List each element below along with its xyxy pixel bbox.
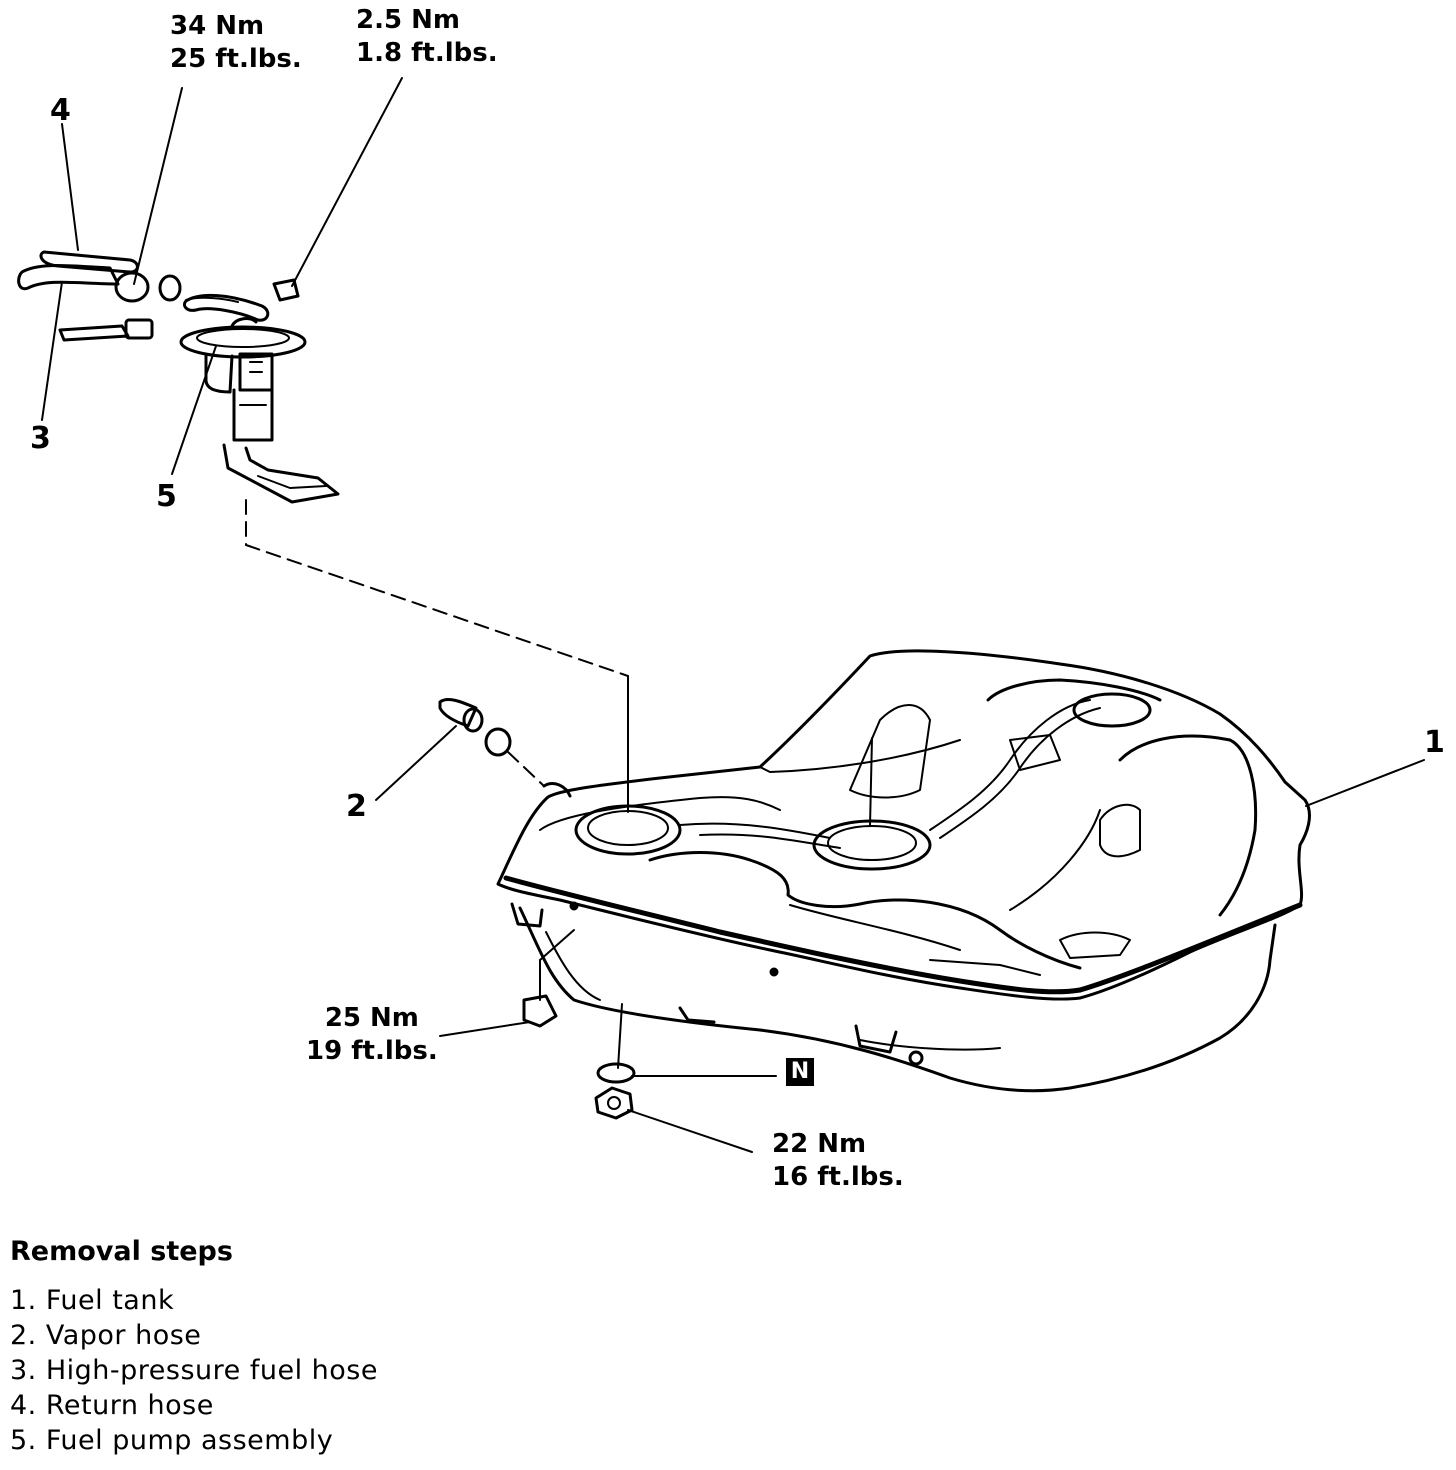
torque-nm: 34 Nm — [170, 11, 265, 41]
bolt-torque-label: 25 Nm 19 ft.lbs. — [306, 1002, 438, 1068]
part-number-4: 4 — [50, 93, 71, 128]
torque-nm: 25 Nm — [324, 1003, 419, 1033]
torque-ftlbs: 25 ft.lbs. — [170, 44, 302, 74]
pump-nut-torque-label: 34 Nm 25 ft.lbs. — [170, 10, 302, 76]
torque-nm: 22 Nm — [772, 1129, 867, 1159]
removal-steps-title: Removal steps — [10, 1236, 233, 1267]
removal-step: 5. Fuel pump assembly — [10, 1425, 334, 1456]
removal-step: 4. Return hose — [10, 1390, 214, 1421]
part-number-1: 1 — [1424, 725, 1445, 760]
torque-ftlbs: 16 ft.lbs. — [772, 1162, 904, 1192]
part-number-2: 2 — [346, 789, 367, 824]
torque-nm: 2.5 Nm — [356, 5, 460, 35]
removal-step: 2. Vapor hose — [10, 1320, 202, 1351]
part-number-5: 5 — [156, 479, 177, 514]
fuel-tank-drawing — [496, 649, 1311, 1093]
screw-torque-label: 2.5 Nm 1.8 ft.lbs. — [356, 4, 498, 70]
fuel-pump-assembly-drawing — [179, 293, 340, 504]
removal-steps: Removal steps 1. Fuel tank 2. Vapor hose… — [10, 1235, 378, 1458]
nonreusable-part-mark: N — [786, 1058, 814, 1086]
hoses-drawing — [17, 250, 300, 342]
removal-step: 1. Fuel tank — [10, 1285, 175, 1316]
torque-ftlbs: 1.8 ft.lbs. — [356, 38, 498, 68]
removal-step: 3. High-pressure fuel hose — [10, 1355, 378, 1386]
torque-ftlbs: 19 ft.lbs. — [306, 1036, 438, 1066]
leader-lines — [41, 77, 1425, 1153]
fasteners-drawing — [522, 994, 636, 1120]
dashed-alignment-lines — [245, 499, 629, 787]
part-number-3: 3 — [30, 421, 51, 456]
nut-torque-label: 22 Nm 16 ft.lbs. — [772, 1128, 904, 1194]
removal-steps-list: 1. Fuel tank 2. Vapor hose 3. High-press… — [10, 1283, 378, 1458]
vapor-hose-drawing — [438, 698, 572, 798]
